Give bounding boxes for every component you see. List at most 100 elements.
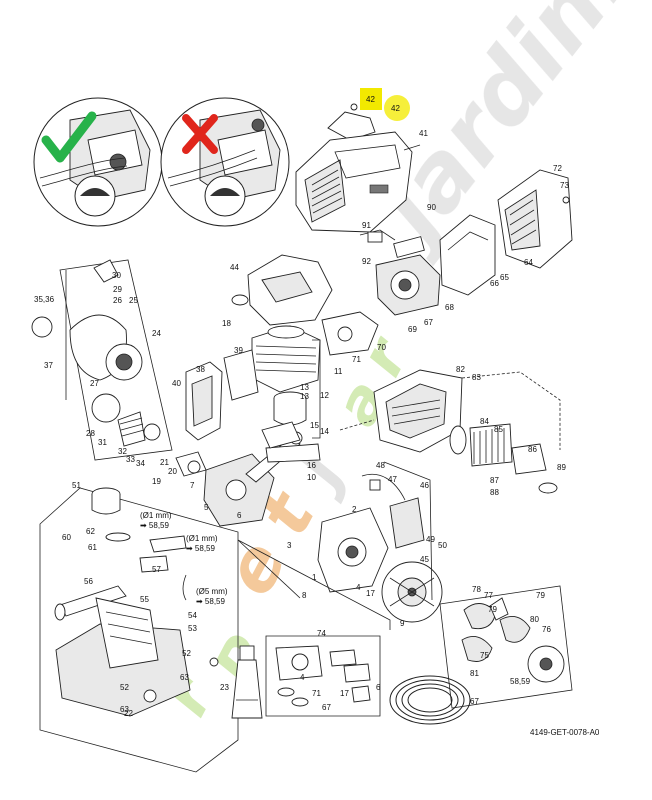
part-label: 40 xyxy=(172,379,181,388)
part-label: 71 xyxy=(352,355,361,364)
part-label: 89 xyxy=(557,463,566,472)
part-label: 79 xyxy=(536,591,545,600)
drive-shaft-tube xyxy=(449,423,558,494)
part-label: 26 xyxy=(113,296,122,305)
part-label: 32 xyxy=(118,447,127,456)
starter-assembly xyxy=(31,259,173,461)
part-label: 39 xyxy=(234,346,243,355)
part-label: 35,36 xyxy=(34,295,55,304)
part-label: 67 xyxy=(424,318,433,327)
part-label: 2 xyxy=(352,505,357,514)
gasket-kit-box xyxy=(265,635,381,717)
note-oring-1-ref: ➡ 58,59 xyxy=(140,521,169,530)
part-label: 34 xyxy=(136,459,145,468)
part-label: 68 xyxy=(445,303,454,312)
part-label: 79 xyxy=(488,605,497,614)
fuel-system-box xyxy=(39,487,239,773)
clutch-kit xyxy=(439,585,573,709)
part-label: 6 xyxy=(376,683,381,692)
part-label: 27 xyxy=(90,379,99,388)
part-label: 91 xyxy=(362,221,371,230)
engine-block-half xyxy=(317,507,389,593)
part-label: 23 xyxy=(220,683,229,692)
correct-install-circle xyxy=(33,97,163,227)
highlight-circle xyxy=(384,95,410,121)
cross-mark-icon xyxy=(182,114,218,154)
part-label: 48 xyxy=(376,461,385,470)
part-label: 85 xyxy=(494,425,503,434)
part-label: 64 xyxy=(524,258,533,267)
part-labels: 41 72 73 90 91 92 65 64 66 68 67 69 70 7… xyxy=(34,129,569,718)
part-label: 14 xyxy=(320,427,329,436)
note-oring-3: (Ø5 mm) xyxy=(196,587,228,596)
part-label: 20 xyxy=(168,467,177,476)
air-filter xyxy=(439,214,496,296)
part-label: 84 xyxy=(480,417,489,426)
fuel-tank xyxy=(231,254,333,326)
part-label: 82 xyxy=(456,365,465,374)
carburetor xyxy=(359,229,441,316)
part-label: 15 xyxy=(310,421,319,430)
part-label: 69 xyxy=(408,325,417,334)
part-label: 12 xyxy=(320,391,329,400)
part-label: 47 xyxy=(388,475,397,484)
part-label: 71 xyxy=(312,689,321,698)
note-oring-1: (Ø1 mm) xyxy=(140,511,172,520)
label-42-circle: 42 xyxy=(391,104,400,113)
part-label: 6 xyxy=(237,511,242,520)
part-label: 19 xyxy=(152,477,161,486)
part-label: 78 xyxy=(472,585,481,594)
part-label: 29 xyxy=(113,285,122,294)
part-label: 33 xyxy=(126,455,135,464)
sealing-cord-coil xyxy=(389,675,471,725)
part-label: 66 xyxy=(490,279,499,288)
part-label: 83 xyxy=(472,373,481,382)
part-label: 54 xyxy=(188,611,197,620)
part-label: 52 xyxy=(120,683,129,692)
part-label: 45 xyxy=(420,555,429,564)
part-label: 9 xyxy=(400,619,405,628)
part-label: 8 xyxy=(302,591,307,600)
part-label: 55 xyxy=(140,595,149,604)
part-label: 75 xyxy=(480,651,489,660)
intake-manifold xyxy=(321,311,379,356)
part-label: 51 xyxy=(72,481,81,490)
part-label: 56 xyxy=(84,577,93,586)
piston xyxy=(273,391,307,426)
muffler xyxy=(185,349,259,441)
air-filter-cover xyxy=(497,169,573,269)
part-label: 52 xyxy=(182,649,191,658)
part-label: 13 xyxy=(300,392,309,401)
part-label: 16 xyxy=(307,461,316,470)
part-label: 11 xyxy=(334,367,343,376)
part-label: 4 xyxy=(356,583,361,592)
wrong-install-circle xyxy=(160,97,290,227)
engine-shroud xyxy=(295,131,421,233)
part-label: 63 xyxy=(120,705,129,714)
part-label: 76 xyxy=(542,625,551,634)
flywheel xyxy=(381,561,443,623)
part-label: 3 xyxy=(287,541,292,550)
part-label: 44 xyxy=(230,263,239,272)
part-label: 38 xyxy=(196,365,205,374)
diagram-code: 4149-GET-0078-A0 xyxy=(530,728,600,737)
part-label: 25 xyxy=(129,296,138,305)
part-label: 4 xyxy=(300,673,305,682)
note-oring-2: (Ø1 mm) xyxy=(186,534,218,543)
part-label: 70 xyxy=(377,343,386,352)
part-label: 37 xyxy=(44,361,53,370)
dimension-notes: (Ø1 mm) ➡ 58,59 (Ø1 mm) ➡ 58,59 (Ø5 mm) … xyxy=(140,511,228,606)
part-label: 60 xyxy=(62,533,71,542)
highlight-part-42: 42 42 xyxy=(327,88,410,141)
ignition-module xyxy=(361,474,425,549)
part-label: 67 xyxy=(470,697,479,706)
part-label: 62 xyxy=(86,527,95,536)
check-mark-icon xyxy=(41,111,97,163)
assembly-brackets xyxy=(65,270,433,630)
sealant-tube xyxy=(231,645,263,719)
part-label: 88 xyxy=(490,488,499,497)
label-42-square: 42 xyxy=(366,95,375,104)
part-label: 41 xyxy=(419,129,428,138)
part-label: 7 xyxy=(190,481,195,490)
